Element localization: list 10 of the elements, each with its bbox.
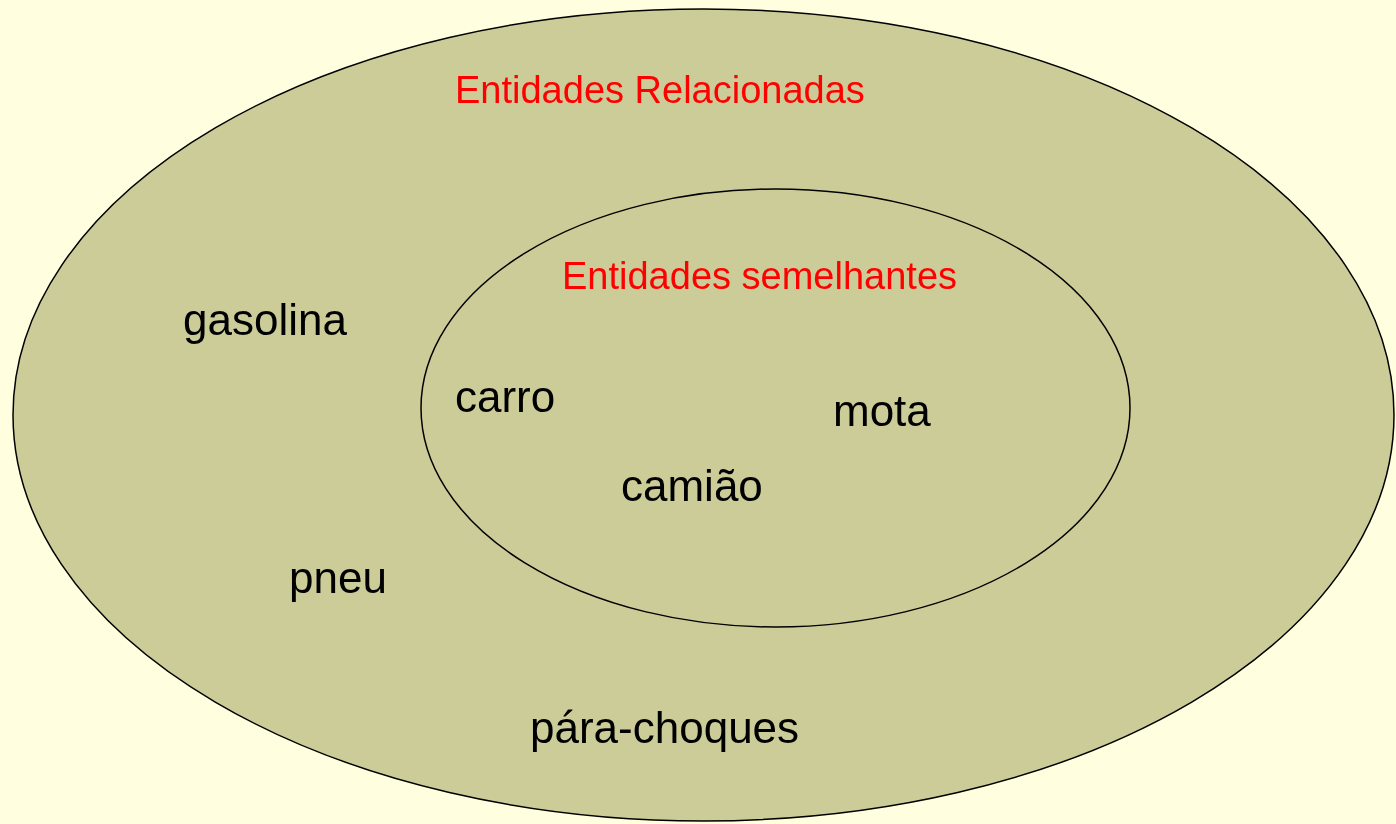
- entity-label: mota: [833, 388, 931, 433]
- region-title: Entidades Relacionadas: [455, 71, 865, 110]
- entity-label: camião: [621, 463, 763, 508]
- ellipse-region: [420, 188, 1131, 628]
- entity-label: gasolina: [183, 297, 347, 342]
- entity-label: carro: [455, 374, 556, 419]
- entity-label: pneu: [289, 555, 387, 600]
- entity-label: pára-choques: [530, 705, 800, 750]
- ellipse-region: [12, 8, 1395, 822]
- region-title: Entidades semelhantes: [562, 257, 958, 296]
